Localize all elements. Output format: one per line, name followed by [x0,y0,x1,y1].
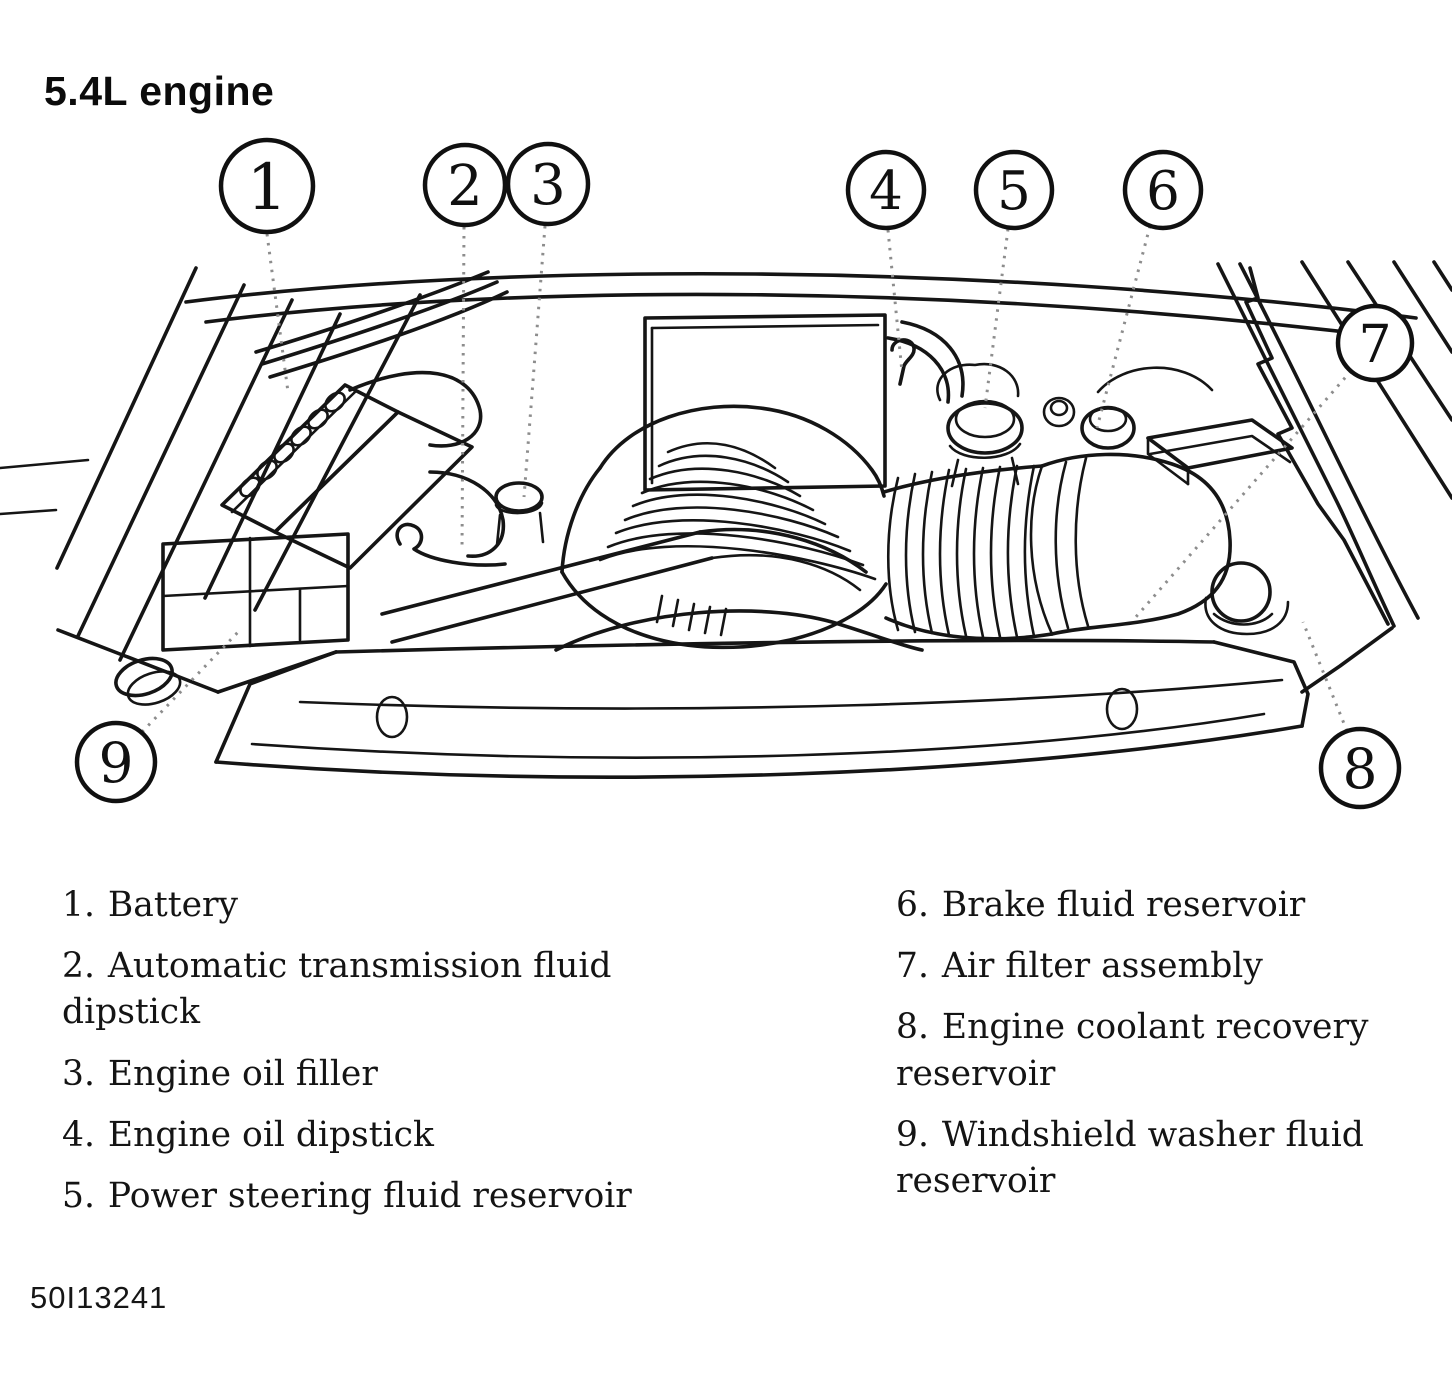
intake-duct [560,404,888,650]
legend-item-number: 8. [896,1007,929,1048]
engine-cover-box [643,313,887,492]
coolant-recovery-cap [1204,561,1290,636]
legend-item-number: 9. [896,1114,929,1155]
callout-6-number: 6 [1146,161,1180,222]
left-fender-lines [0,266,422,662]
crossmember [214,609,1310,779]
callout-8-number: 8 [1343,737,1378,801]
callout-2-number: 2 [447,154,483,219]
dipsticks-and-filler [395,338,916,567]
callout-7-leader-line [1133,370,1353,619]
callout-5-leader-line [983,228,1010,409]
legend-item-3: 3. Engine oil filler [62,1051,687,1097]
callout-9-leader-line [140,628,242,734]
callout-4-number: 4 [869,161,903,222]
callout-2-circle [422,142,508,228]
legend-item-label: Windshield washer fluid reservoir [896,1114,1364,1202]
callout-3-number: 3 [530,153,566,218]
callout-9-number: 9 [99,731,134,795]
legend-item-number: 1. [62,885,95,925]
callout-9: 9 [74,720,158,804]
callout-5-number: 5 [997,161,1031,222]
callout-1-circle [218,137,316,235]
callout-3-circle [505,141,591,227]
washer-reservoir-area [56,628,338,706]
legend-item-label: Power steering fluid reservoir [107,1176,632,1217]
callout-4: 4 [845,149,927,231]
legend-item-6: 6. Brake fluid reservoir [896,882,1424,928]
callout-7: 7 [1335,303,1415,383]
hoses [380,320,965,644]
intake-bellows [882,464,1054,641]
legend-item-label: Brake fluid reservoir [941,885,1306,925]
callout-6-leader-line [1095,225,1152,429]
legend-item-5: 5. Power steering fluid reservoir [62,1173,687,1219]
callout-7-number: 7 [1358,315,1391,375]
air-filter-housing [1029,452,1232,636]
callout-3-leader-line [522,225,547,498]
legend-item-2: 2.Automatic transmission fluid dipstick [62,943,687,1035]
legend-item-1: 1. Battery [62,882,687,928]
legend-item-label: Engine coolant recovery reservoir [896,1007,1369,1094]
figure-code: 50I13241 [30,1280,168,1315]
legend-item-label: Battery [107,885,238,925]
brake-reservoir [1042,366,1294,486]
callout-2: 2 [422,142,508,228]
legend-item-number: 6. [896,885,929,925]
legend-item-number: 2. [62,946,95,987]
callout-5: 5 [973,149,1055,231]
callout-1-number: 1 [247,151,288,225]
legend-item-number: 3. [62,1053,95,1094]
callout-6: 6 [1122,149,1204,231]
hood-edge-lines [184,270,1418,379]
legend-right-column: 6. Brake fluid reservoir 7. Air filter ass… [896,882,1424,1219]
callout-6-circle [1122,149,1204,231]
legend-item-number: 7. [896,946,929,987]
callout-9-circle [74,720,158,804]
right-fender-lines [1216,260,1452,694]
legend-item-9: 9.Windshield washer fluid reservoir [896,1112,1424,1204]
page-title: 5.4L engine [44,68,275,114]
legend-item-label: Engine oil dipstick [107,1114,434,1155]
callout-4-circle [845,149,927,231]
battery-drawing [161,370,483,652]
legend-left-column: 1. Battery 2.Automatic transmission fluid… [62,882,687,1234]
engine-line-art [0,260,1452,779]
callout-2-leader-line [460,226,466,551]
legend-item-label: Automatic transmission fluid dipstick [62,946,612,1033]
legend-item-4: 4. Engine oil dipstick [62,1112,687,1158]
legend-item-number: 5. [62,1176,95,1217]
legend-item-7: 7. Air filter assembly [896,943,1424,989]
legend-item-label: Engine oil filler [107,1053,378,1094]
power-steering-cap [936,362,1024,488]
legend-item-label: Air filter assembly [941,946,1263,987]
legend-item-8: 8.Engine coolant recovery reservoir [896,1004,1424,1096]
callout-3: 3 [505,141,591,227]
callout-8-circle [1318,726,1402,810]
callout-leaders-layer [140,225,1353,734]
callout-4-leader-line [886,229,904,373]
legend-item-number: 4. [62,1114,95,1155]
callout-8: 8 [1318,726,1402,810]
callout-7-circle [1335,303,1415,383]
callout-8-leader-line [1301,621,1349,732]
callout-5-circle [973,149,1055,231]
callout-1: 1 [218,137,316,235]
